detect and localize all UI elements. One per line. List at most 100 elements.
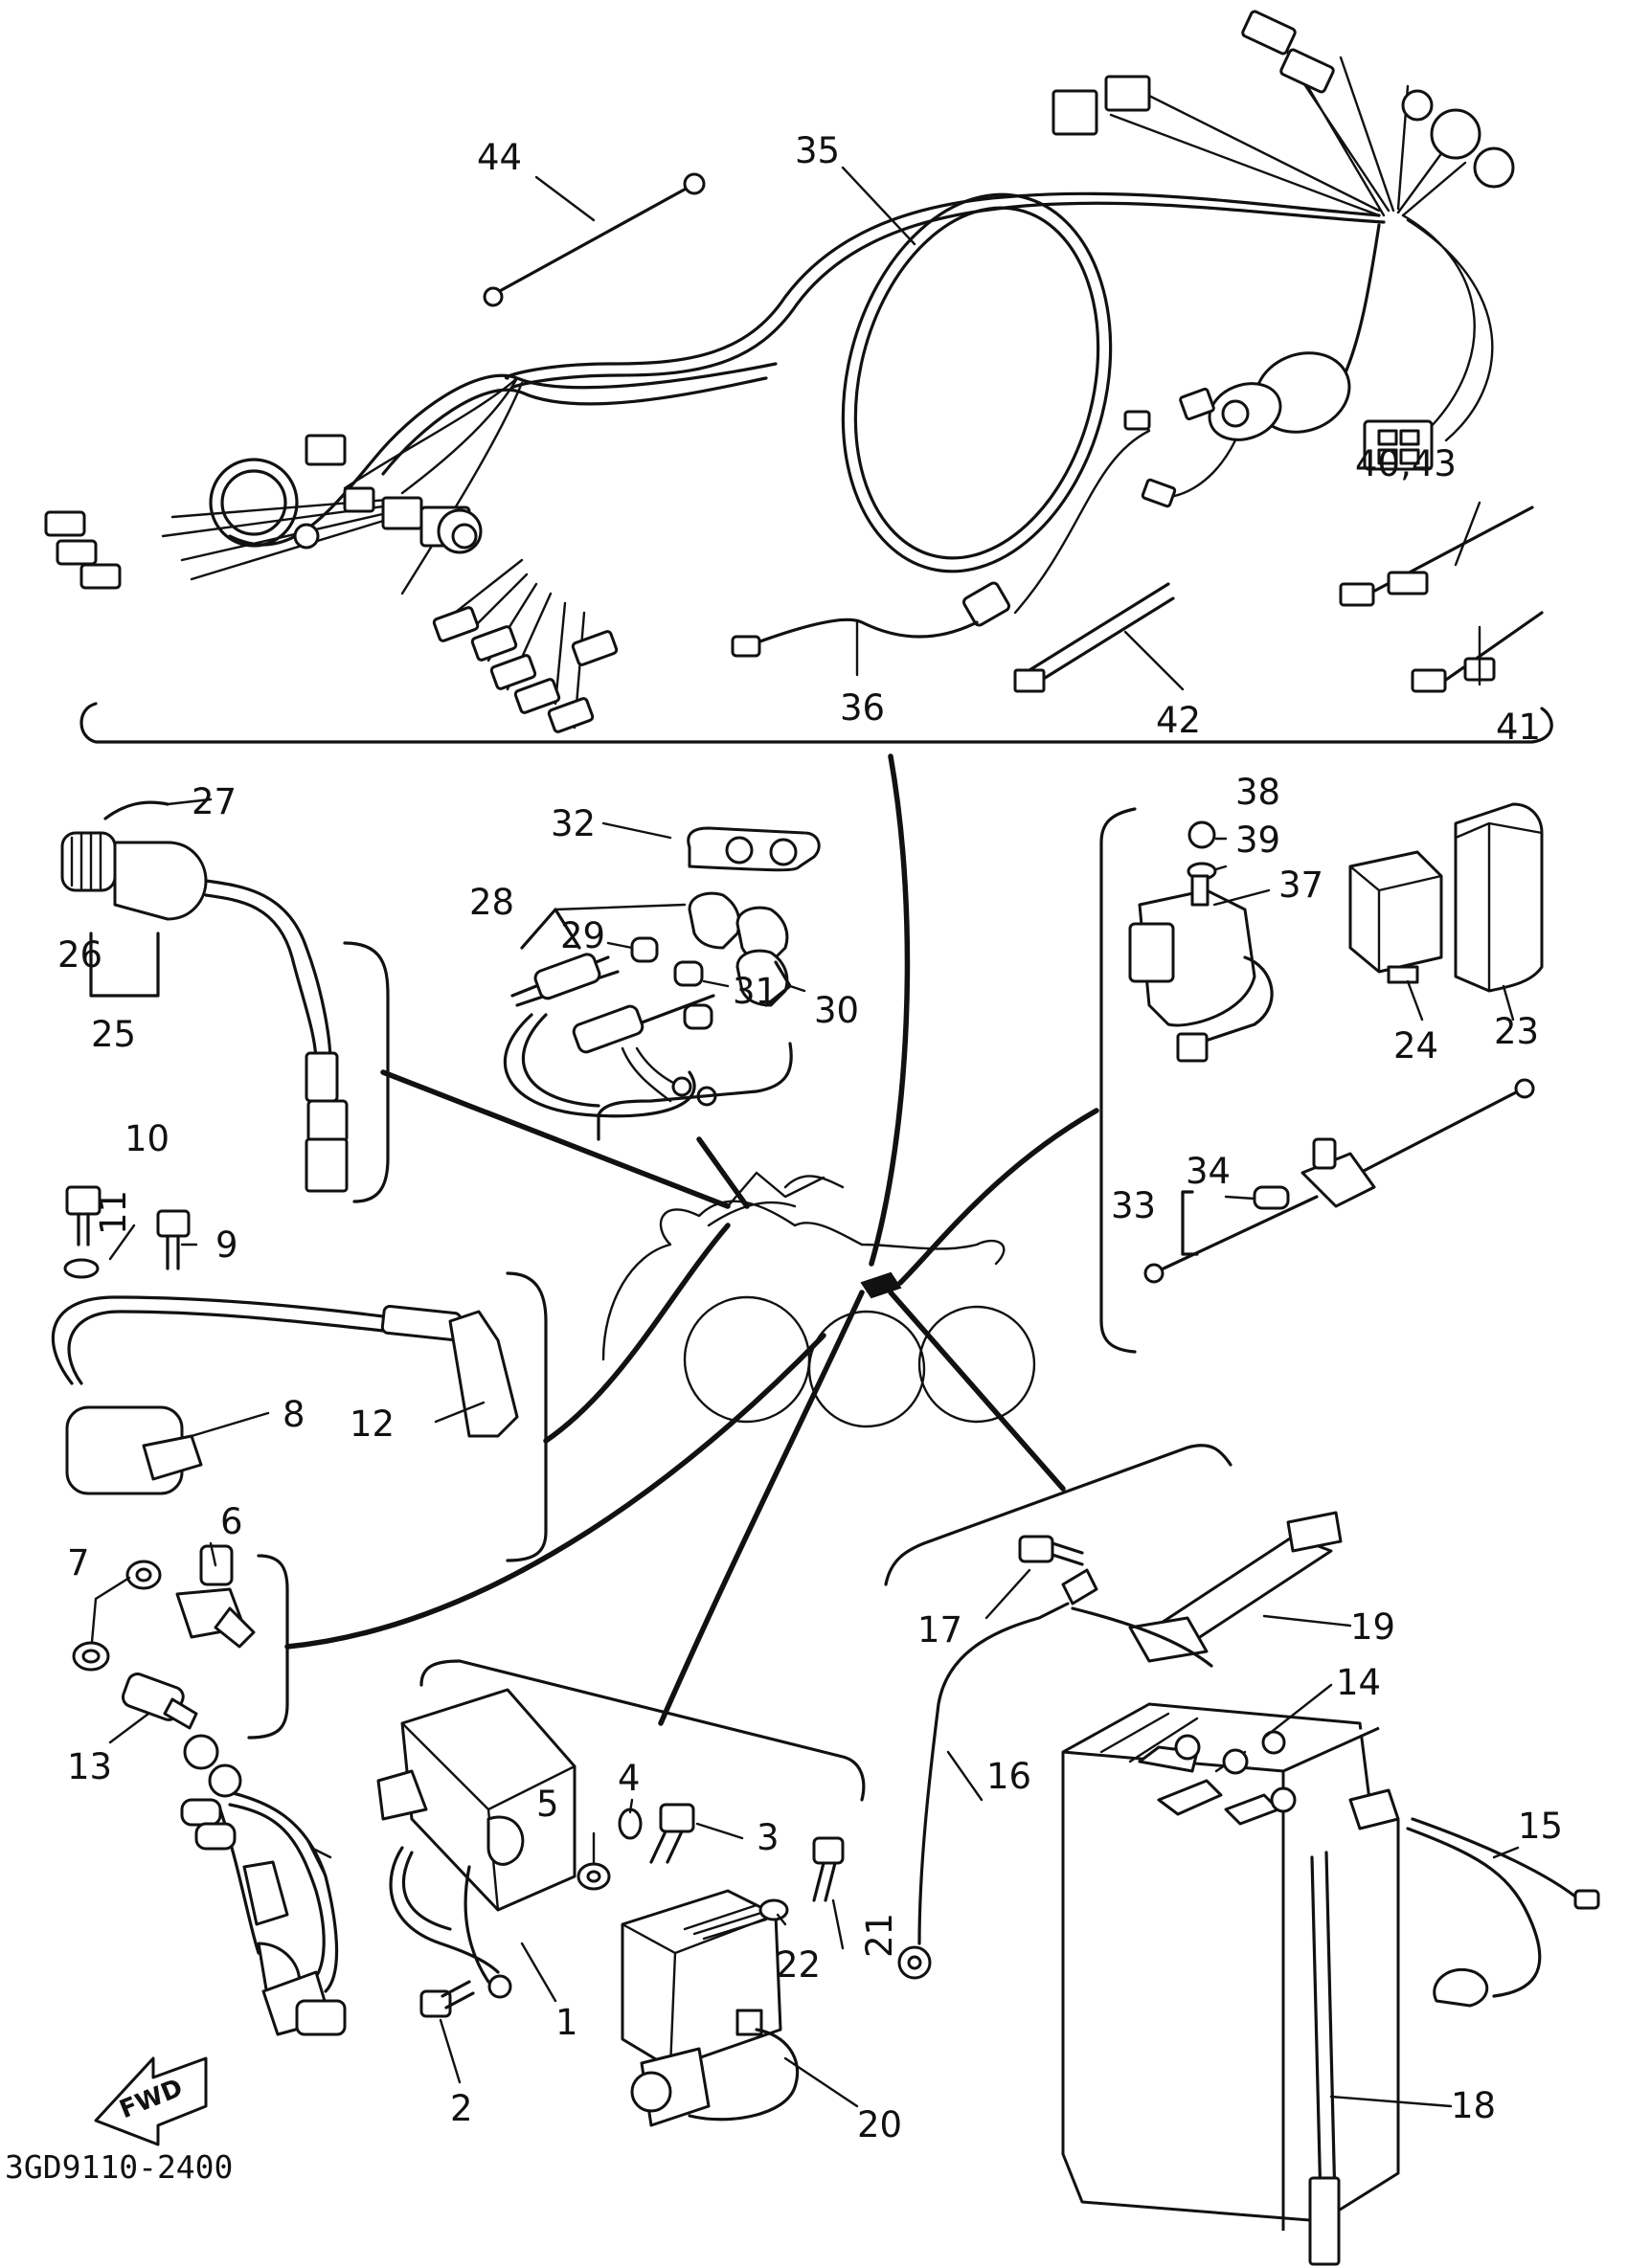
washer-5	[577, 1862, 611, 1891]
label-31: 31	[733, 971, 778, 1012]
label-35: 35	[795, 130, 840, 171]
label-30: 30	[814, 990, 859, 1031]
label-32: 32	[551, 803, 596, 844]
label-12: 12	[350, 1403, 395, 1445]
gasket-7	[72, 1560, 162, 1672]
label-19: 19	[1350, 1606, 1395, 1648]
gasket-32	[687, 826, 821, 872]
starter-relay-37	[1128, 874, 1274, 1063]
label-leaders	[90, 166, 1520, 2108]
fuse-34	[1253, 1185, 1290, 1210]
label-29: 29	[560, 915, 605, 956]
breather-pipe-15	[1406, 1817, 1600, 2008]
label-16: 16	[986, 1756, 1031, 1797]
label-44: 44	[477, 137, 522, 178]
harness-group-brace	[79, 702, 1553, 744]
neutral-switch-6	[175, 1544, 256, 1649]
lead-wire-44	[483, 172, 706, 307]
rectifier-20	[621, 1889, 800, 2127]
label-8: 8	[283, 1394, 305, 1435]
battery-band-19	[1128, 1511, 1343, 1663]
washer-4	[618, 1808, 643, 1840]
label-11: 11	[93, 1190, 134, 1235]
coil-group-brace	[506, 1271, 548, 1562]
label-17: 17	[917, 1609, 962, 1650]
fwd-arrow: FWD	[94, 2056, 208, 2146]
relay-cover-23	[1454, 802, 1544, 993]
plug-31	[673, 960, 713, 1030]
switch-13	[121, 1673, 198, 1730]
bolt-3	[649, 1803, 695, 1864]
bolt-2	[419, 1980, 475, 2018]
label-9: 9	[215, 1224, 238, 1266]
battery-strap-18	[1308, 1851, 1341, 2266]
lead-33	[1143, 1078, 1535, 1284]
diagram-code: 3GD9110-2400	[5, 2148, 233, 2186]
bolt-10	[65, 1185, 102, 1246]
label-13: 13	[67, 1746, 112, 1787]
plug-29	[630, 936, 659, 963]
ignition-coil-8	[51, 1295, 519, 1495]
label-41: 41	[1496, 707, 1541, 748]
bracket-25	[89, 932, 160, 998]
label-18: 18	[1451, 2085, 1496, 2126]
label-15: 15	[1518, 1806, 1563, 1847]
label-34: 34	[1186, 1151, 1231, 1192]
sub-lead-wire-36	[731, 618, 979, 658]
part-labels: 44 35 40,43 36 42 41 27 26 25 32 28 29 3…	[57, 130, 1563, 2145]
label-25: 25	[91, 1014, 136, 1055]
cdi-harness	[180, 1734, 347, 2036]
band-42	[1013, 582, 1175, 693]
vehicle-outline	[601, 1171, 1036, 1428]
wire-harness	[44, 10, 1515, 733]
switch-group-brace	[343, 941, 390, 1203]
relay-24	[1348, 850, 1443, 984]
label-1: 1	[555, 2002, 578, 2043]
label-7: 7	[67, 1542, 90, 1583]
label-26: 26	[57, 934, 102, 976]
leader-lines	[284, 753, 1099, 1726]
label-39: 39	[1235, 820, 1280, 861]
washer-22	[758, 1898, 789, 1921]
bracket-28	[520, 908, 581, 950]
label-38: 38	[1235, 772, 1280, 813]
lead-27	[103, 800, 170, 820]
battery-14	[1061, 1702, 1400, 2231]
label-40-43: 40,43	[1355, 443, 1457, 484]
label-14: 14	[1336, 1662, 1381, 1703]
label-42: 42	[1156, 700, 1201, 741]
label-3: 3	[757, 1817, 780, 1858]
battery-group-brace	[884, 1444, 1232, 1586]
washer-11	[63, 1258, 100, 1279]
relay-group-brace	[1099, 807, 1137, 1354]
label-33: 33	[1111, 1185, 1156, 1226]
nut-38	[1187, 820, 1216, 849]
label-5: 5	[536, 1784, 559, 1825]
band-41	[1411, 611, 1544, 693]
bolt-17	[1018, 1535, 1084, 1566]
label-28: 28	[469, 882, 514, 923]
cdi-group-brace	[419, 1659, 866, 1802]
thermo-group-brace	[597, 1042, 793, 1141]
label-22: 22	[776, 1944, 821, 1986]
band-40-43	[1339, 505, 1534, 607]
bolt-21	[812, 1836, 845, 1902]
label-6: 6	[220, 1501, 243, 1542]
label-21: 21	[859, 1913, 900, 1958]
label-10: 10	[124, 1118, 170, 1159]
main-switch-26	[60, 831, 349, 1193]
label-24: 24	[1393, 1025, 1438, 1067]
bracket-33	[1181, 1190, 1199, 1256]
label-27: 27	[192, 781, 237, 822]
minus-lead-16	[897, 1568, 1213, 1980]
cdi-unit-1	[376, 1688, 577, 1999]
switch-group-brace-2	[247, 1554, 289, 1740]
screw-9	[156, 1209, 191, 1270]
label-36: 36	[840, 687, 885, 729]
label-20: 20	[857, 2104, 902, 2145]
label-4: 4	[618, 1758, 641, 1799]
label-23: 23	[1494, 1011, 1539, 1052]
label-2: 2	[450, 2088, 473, 2129]
label-37: 37	[1278, 865, 1323, 906]
